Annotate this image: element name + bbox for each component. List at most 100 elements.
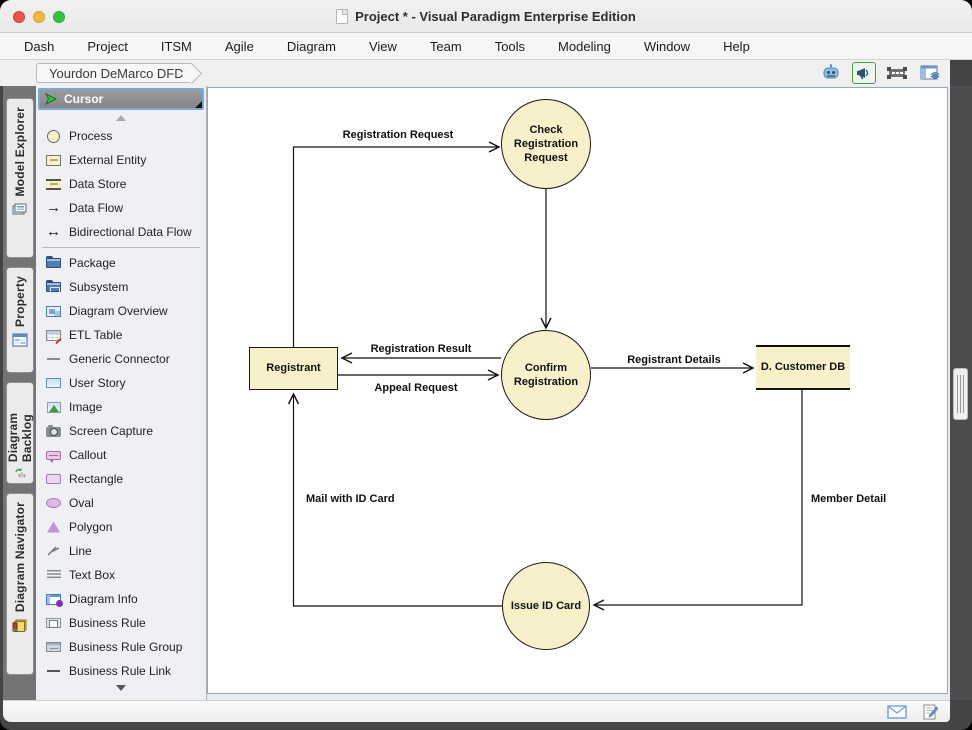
palette-item-cursor[interactable]: Cursor <box>38 88 204 110</box>
process-check-registration-request[interactable]: Check Registration Request <box>501 99 591 189</box>
palette-item-label: Diagram Overview <box>69 304 168 318</box>
palette-item-label: Screen Capture <box>69 424 153 438</box>
palette-item-business-rule-group[interactable]: Business Rule Group <box>36 635 206 659</box>
cursor-icon <box>45 93 58 105</box>
process-issue-id-card[interactable]: Issue ID Card <box>502 562 590 650</box>
palette-item-package[interactable]: Package <box>36 251 206 275</box>
palette-item-line[interactable]: Line <box>36 539 206 563</box>
diagram-canvas[interactable]: Check Registration Request Confirm Regis… <box>207 87 948 694</box>
edit-document-icon[interactable] <box>923 704 938 720</box>
flow-label-registrant-details[interactable]: Registrant Details <box>627 354 721 366</box>
palette-item-diagram-info[interactable]: Diagram Info <box>36 587 206 611</box>
palette-item-label: Image <box>69 400 102 414</box>
palette-item-label: Bidirectional Data Flow <box>69 225 192 239</box>
external-entity-icon <box>46 155 61 166</box>
zoom-button[interactable] <box>53 11 65 23</box>
robot-assistant-button[interactable] <box>819 62 843 84</box>
palette-item-label: Rectangle <box>69 472 123 486</box>
document-icon <box>336 9 348 24</box>
generic-connector-icon <box>47 358 60 360</box>
menu-agile[interactable]: Agile <box>225 39 254 54</box>
menu-modeling[interactable]: Modeling <box>558 39 611 54</box>
flow-label-mail-with-id-card[interactable]: Mail with ID Card <box>306 493 395 505</box>
tab-diagram-navigator[interactable]: Diagram Navigator <box>6 493 34 675</box>
palette-item-label: Business Rule Link <box>69 664 171 678</box>
whats-new-button[interactable] <box>852 62 876 84</box>
flow-label-member-detail[interactable]: Member Detail <box>811 493 886 505</box>
process-confirm-registration[interactable]: Confirm Registration <box>501 330 591 420</box>
process-icon <box>47 130 60 143</box>
side-tab-strip: Model Explorer Property Diagram Backlog <box>3 86 36 700</box>
menu-dash[interactable]: Dash <box>24 39 54 54</box>
menu-help[interactable]: Help <box>723 39 750 54</box>
panel-grip[interactable] <box>953 368 968 420</box>
palette-item-rectangle[interactable]: Rectangle <box>36 467 206 491</box>
menu-itsm[interactable]: ITSM <box>161 39 192 54</box>
palette-item-label: Data Store <box>69 177 126 191</box>
palette-item-screen-capture[interactable]: Screen Capture <box>36 419 206 443</box>
tool-palette: Cursor Process External Entity Data Stor… <box>36 86 207 700</box>
palette-item-business-rule[interactable]: Business Rule <box>36 611 206 635</box>
palette-item-business-rule-link[interactable]: Business Rule Link <box>36 659 206 683</box>
scroll-down-icon[interactable] <box>116 685 126 691</box>
minimize-button[interactable] <box>33 11 45 23</box>
close-button[interactable] <box>13 11 25 23</box>
palette-item-external-entity[interactable]: External Entity <box>36 148 206 172</box>
palette-item-polygon[interactable]: Polygon <box>36 515 206 539</box>
tab-label: Diagram Navigator <box>13 502 27 612</box>
data-store-icon <box>46 179 61 190</box>
menu-window[interactable]: Window <box>644 39 690 54</box>
palette-item-label: Process <box>69 129 112 143</box>
subsystem-icon <box>46 282 61 292</box>
external-entity-registrant[interactable]: Registrant <box>249 347 338 390</box>
window-title: Project * - Visual Paradigm Enterprise E… <box>355 9 636 24</box>
palette-item-etl-table[interactable]: ETL Table <box>36 323 206 347</box>
palette-item-bidirectional-data-flow[interactable]: Bidirectional Data Flow <box>36 220 206 244</box>
tab-model-explorer[interactable]: Model Explorer <box>6 98 34 258</box>
breadcrumb[interactable]: Yourdon DeMarco DFD <box>36 63 192 83</box>
menu-project[interactable]: Project <box>87 39 127 54</box>
palette-item-label: Subsystem <box>69 280 128 294</box>
palette-item-diagram-overview[interactable]: Diagram Overview <box>36 299 206 323</box>
flow-member-detail[interactable] <box>594 390 802 605</box>
panel-layout-icon <box>920 65 940 81</box>
palette-item-label: Cursor <box>64 92 103 106</box>
property-icon <box>12 333 28 347</box>
palette-item-label: Line <box>69 544 92 558</box>
palette-item-subsystem[interactable]: Subsystem <box>36 275 206 299</box>
scroll-up-icon[interactable] <box>116 115 126 121</box>
palette-item-oval[interactable]: Oval <box>36 491 206 515</box>
palette-item-process[interactable]: Process <box>36 124 206 148</box>
palette-item-text-box[interactable]: Text Box <box>36 563 206 587</box>
menu-bar: Dash Project ITSM Agile Diagram View Tea… <box>0 33 972 60</box>
mail-icon[interactable] <box>887 705 907 719</box>
palette-item-generic-connector[interactable]: Generic Connector <box>36 347 206 371</box>
data-store-customer-db[interactable]: D. Customer DB <box>756 345 850 390</box>
flow-label-registration-result[interactable]: Registration Result <box>371 343 472 355</box>
bidirectional-data-flow-icon <box>46 225 61 239</box>
palette-item-callout[interactable]: Callout <box>36 443 206 467</box>
menu-diagram[interactable]: Diagram <box>287 39 336 54</box>
flow-registration-request[interactable] <box>294 147 500 347</box>
menu-tools[interactable]: Tools <box>495 39 525 54</box>
palette-item-label: ETL Table <box>69 328 122 342</box>
flow-label-registration-request[interactable]: Registration Request <box>343 129 454 141</box>
menu-view[interactable]: View <box>369 39 397 54</box>
tab-diagram-backlog[interactable]: Diagram Backlog <box>6 382 34 484</box>
palette-item-label: Polygon <box>69 520 112 534</box>
traffic-lights <box>13 0 65 33</box>
tab-property[interactable]: Property <box>6 267 34 373</box>
menu-team[interactable]: Team <box>430 39 462 54</box>
palette-item-label: Oval <box>69 496 94 510</box>
palette-item-image[interactable]: Image <box>36 395 206 419</box>
panel-layout-button[interactable] <box>918 62 942 84</box>
rectangle-icon <box>46 474 61 484</box>
fit-size-button[interactable] <box>885 62 909 84</box>
flow-label-appeal-request[interactable]: Appeal Request <box>374 382 457 394</box>
palette-item-data-flow[interactable]: Data Flow <box>36 196 206 220</box>
tab-label: Model Explorer <box>13 107 27 196</box>
line-icon <box>47 546 60 557</box>
palette-item-data-store[interactable]: Data Store <box>36 172 206 196</box>
palette-item-user-story[interactable]: User Story <box>36 371 206 395</box>
